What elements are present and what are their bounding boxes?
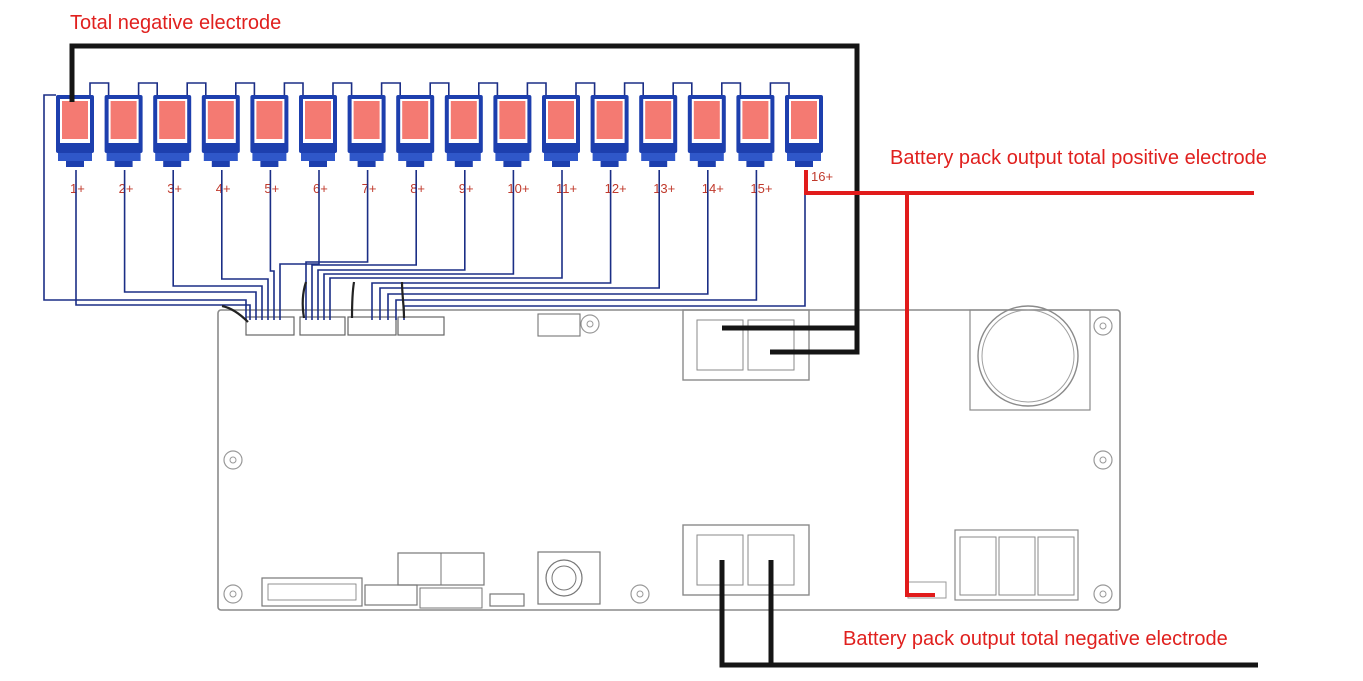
cell-label: 3+ (167, 181, 182, 196)
battery-cell: 14+ (687, 95, 726, 196)
series-link (332, 82, 353, 95)
balance-wire (387, 170, 709, 320)
series-link (721, 82, 742, 95)
cell-label: 12+ (605, 181, 627, 196)
battery-cell: 5+ (250, 95, 289, 196)
balance-wire (279, 170, 320, 320)
balance-wires (43, 82, 806, 320)
series-link (672, 82, 693, 95)
total-negative-wire (69, 43, 860, 355)
cell-label: 8+ (410, 181, 425, 196)
series-link (623, 82, 644, 95)
balance-wire (172, 170, 263, 320)
pack-negative-label: Battery pack output total negative elect… (843, 628, 1228, 650)
series-link (575, 82, 596, 95)
series-link (526, 82, 547, 95)
series-link (89, 82, 110, 95)
battery-cell: 13+ (639, 95, 678, 196)
series-link (186, 82, 207, 95)
cell-label: 6+ (313, 181, 328, 196)
bms-board (217, 305, 1121, 611)
balance-wire (123, 170, 257, 320)
balance-wire (311, 170, 417, 320)
pack-negative-wire (719, 560, 1258, 668)
balance-wire (75, 170, 251, 320)
balance-wire (221, 170, 269, 320)
battery-cell: 11+ (542, 95, 580, 196)
balance-wire (269, 170, 275, 320)
cell-label: 14+ (702, 181, 724, 196)
balance-wire (323, 170, 515, 320)
cell-label: 7+ (362, 181, 377, 196)
cell-label: 1+ (70, 181, 85, 196)
battery-cell: 8+ (396, 95, 435, 196)
battery-cell: 6+ (299, 95, 337, 196)
battery-cell: 3+ (153, 95, 192, 196)
cell-label: 5+ (264, 181, 279, 196)
series-link (478, 82, 499, 95)
pack-positive-label: Battery pack output total positive elect… (890, 147, 1267, 169)
battery-cell: 15+ (736, 95, 775, 196)
battery-cells: 1+ 2+ 3+ 4+ 5+ 6+ 7+ 8+ 9+ 10+ 11+ 12+ 13+ 14+ 15+ 16+ (56, 95, 833, 196)
total-negative-label: Total negative electrode (70, 12, 282, 34)
cell-label: 9+ (459, 181, 474, 196)
battery-cell: 10+ (493, 95, 532, 196)
cell-label: 10+ (507, 181, 529, 196)
series-link (137, 82, 158, 95)
battery-cell: 1+ (56, 95, 94, 196)
cell-label: 16+ (811, 169, 833, 184)
balance-wire (395, 170, 758, 320)
balance-wire-b-minus (43, 94, 247, 320)
pack-positive-wire (804, 170, 1254, 597)
battery-cell: 9+ (444, 95, 483, 196)
battery-cell: 4+ (201, 95, 240, 196)
series-link (235, 82, 256, 95)
series-link (429, 82, 450, 95)
series-link (283, 82, 304, 95)
balance-wire (317, 170, 466, 320)
balance-wire (371, 170, 612, 320)
balance-wire (305, 170, 369, 320)
cell-label: 15+ (750, 181, 772, 196)
jumper-wires (221, 281, 406, 323)
battery-cell: 2+ (104, 95, 143, 196)
balance-wire (379, 170, 660, 320)
cell-label: 13+ (653, 181, 675, 196)
series-link (769, 82, 790, 95)
battery-cell: 12+ (590, 95, 629, 196)
battery-cell: 7+ (347, 95, 386, 196)
cell-label: 11+ (556, 181, 577, 196)
cell-label: 4+ (216, 181, 231, 196)
cell-label: 2+ (119, 181, 134, 196)
balance-wire (329, 170, 563, 320)
battery-cell: 16+ (785, 95, 833, 184)
series-link (380, 82, 401, 95)
